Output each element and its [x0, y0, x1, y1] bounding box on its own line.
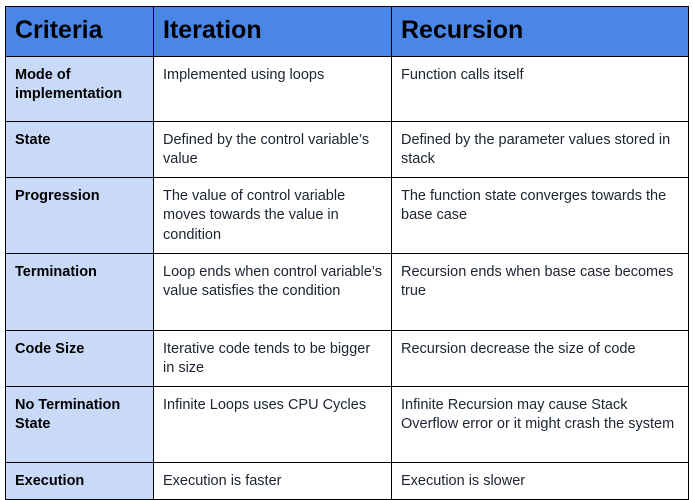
row-criteria-label: Code Size — [5, 329, 154, 387]
table-header: Criteria Iteration Recursion — [5, 6, 689, 57]
row-criteria-label: No Termination State — [5, 385, 154, 463]
row-recursion-value: Recursion ends when base case becomes tr… — [391, 252, 689, 331]
header-row: Criteria Iteration Recursion — [5, 6, 689, 57]
row-recursion-value: Recursion decrease the size of code — [391, 329, 689, 387]
table-body: Mode of implementation Implemented using… — [5, 56, 689, 500]
row-iteration-value: Execution is faster — [153, 461, 392, 500]
row-recursion-value: Execution is slower — [391, 461, 689, 500]
column-header-iteration: Iteration — [153, 6, 392, 57]
table-row: State Defined by the control variable’s … — [5, 120, 689, 179]
table-row: Termination Loop ends when control varia… — [5, 252, 689, 331]
row-recursion-value: The function state converges towards the… — [391, 177, 689, 254]
row-iteration-value: The value of control variable moves towa… — [153, 177, 392, 254]
row-criteria-label: State — [5, 120, 154, 179]
column-header-criteria: Criteria — [5, 6, 154, 57]
row-iteration-value: Iterative code tends to be bigger in siz… — [153, 329, 392, 387]
row-criteria-label: Mode of implementation — [5, 56, 154, 122]
row-recursion-value: Function calls itself — [391, 56, 689, 122]
table-row: Code Size Iterative code tends to be big… — [5, 329, 689, 387]
table-row: Execution Execution is faster Execution … — [5, 461, 689, 500]
row-iteration-value: Infinite Loops uses CPU Cycles — [153, 385, 392, 463]
table-row: No Termination State Infinite Loops uses… — [5, 385, 689, 463]
row-iteration-value: Loop ends when control variable’s value … — [153, 252, 392, 331]
row-recursion-value: Infinite Recursion may cause Stack Overf… — [391, 385, 689, 463]
comparison-table: Criteria Iteration Recursion Mode of imp… — [5, 6, 689, 500]
row-recursion-value: Defined by the parameter values stored i… — [391, 120, 689, 179]
row-criteria-label: Progression — [5, 177, 154, 254]
row-criteria-label: Execution — [5, 461, 154, 500]
row-iteration-value: Defined by the control variable’s value — [153, 120, 392, 179]
row-iteration-value: Implemented using loops — [153, 56, 392, 122]
column-header-recursion: Recursion — [391, 6, 689, 57]
table-row: Mode of implementation Implemented using… — [5, 56, 689, 122]
table-row: Progression The value of control variabl… — [5, 177, 689, 254]
row-criteria-label: Termination — [5, 252, 154, 331]
page-root: Criteria Iteration Recursion Mode of imp… — [5, 6, 689, 500]
